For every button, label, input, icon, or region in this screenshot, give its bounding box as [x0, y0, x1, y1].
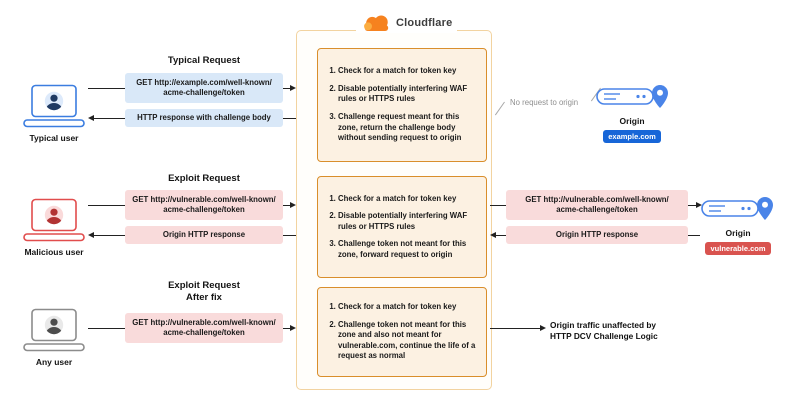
arrow-head-origin-request: [696, 202, 702, 208]
origin-domain-badge: vulnerable.com: [705, 242, 771, 255]
step-item: Disable potentially interfering WAF rule…: [338, 84, 480, 105]
no-request-note: No request to origin: [510, 98, 579, 107]
steps-box-exploit: Check for a match for token key Disable …: [317, 176, 487, 278]
origin-server-icon-vulnerable: [701, 197, 773, 220]
origin-request-box: GET http://vulnerable.com/well-known/ ac…: [506, 190, 688, 220]
origin-domain-badge: example.com: [603, 130, 661, 143]
user-label-malicious: Malicious user: [24, 247, 84, 257]
request-box-exploit: GET http://vulnerable.com/well-known/ ac…: [125, 190, 283, 220]
no-origin-slash: [494, 101, 506, 116]
step-item: Check for a match for token key: [338, 302, 480, 313]
cloudflare-cloud-icon: [364, 15, 389, 31]
origin-example: Origin example.com: [594, 116, 670, 144]
outcome-text: Origin traffic unaffected by HTTP DCV Ch…: [550, 320, 658, 342]
arrow-line-outcome: [490, 328, 540, 330]
arrow-head-typical-response: [88, 115, 94, 121]
flow-title-after-fix: Exploit Request After fix: [168, 280, 240, 304]
request-box-afterfix: GET http://vulnerable.com/well-known/ ac…: [125, 313, 283, 343]
origin-vulnerable: Origin vulnerable.com: [699, 228, 777, 256]
cloudflare-brand-label: Cloudflare: [396, 17, 453, 29]
arrow-head-origin-response: [490, 232, 496, 238]
step-item: Disable potentially interfering WAF rule…: [338, 211, 480, 232]
flow-title-typical: Typical Request: [167, 55, 241, 66]
cloudflare-logo: Cloudflare: [356, 13, 458, 33]
step-item: Challenge request meant for this zone, r…: [338, 112, 480, 144]
step-item: Check for a match for token key: [338, 66, 480, 77]
origin-response-box: Origin HTTP response: [506, 226, 688, 244]
response-box-exploit: Origin HTTP response: [125, 226, 283, 244]
steps-box-afterfix: Check for a match for token key Challeng…: [317, 287, 487, 377]
origin-label: Origin: [725, 228, 751, 238]
arrow-head-typical-request: [290, 85, 296, 91]
user-label-any: Any user: [35, 357, 73, 367]
origin-label: Origin: [619, 116, 645, 126]
origin-server-icon-example: [596, 85, 668, 108]
malicious-user-laptop-icon: [23, 198, 85, 242]
step-item: Challenge token not meant for this zone,…: [338, 239, 480, 260]
step-item: Check for a match for token key: [338, 194, 480, 205]
arrow-head-outcome: [540, 325, 546, 331]
typical-user-laptop-icon: [23, 84, 85, 128]
any-user-laptop-icon: [23, 308, 85, 352]
arrow-head-afterfix-request: [290, 325, 296, 331]
steps-box-typical: Check for a match for token key Disable …: [317, 48, 487, 162]
user-label-typical: Typical user: [29, 133, 79, 143]
arrow-head-exploit-response: [88, 232, 94, 238]
request-box-typical: GET http://example.com/well-known/ acme-…: [125, 73, 283, 103]
flow-title-exploit: Exploit Request: [168, 173, 240, 184]
arrow-head-exploit-request: [290, 202, 296, 208]
response-box-typical: HTTP response with challenge body: [125, 109, 283, 127]
step-item: Challenge token not meant for this zone …: [338, 320, 480, 362]
